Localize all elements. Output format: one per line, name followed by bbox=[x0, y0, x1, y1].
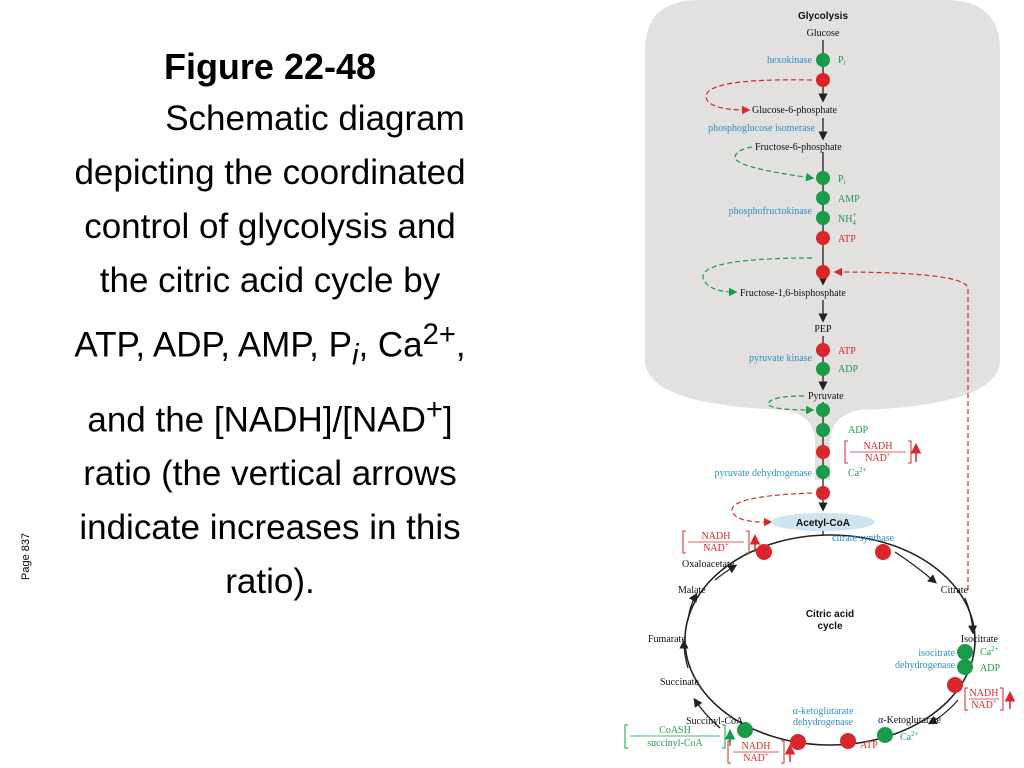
svg-text:succinyl-CoA: succinyl-CoA bbox=[647, 738, 703, 749]
adp-label: ADP bbox=[838, 364, 858, 375]
activator-marker bbox=[737, 722, 753, 738]
pyruvate-label: Pyruvate bbox=[808, 391, 844, 402]
atp-label: ATP bbox=[860, 740, 878, 751]
svg-text:NADH: NADH bbox=[970, 688, 999, 699]
svg-text:NAD+: NAD+ bbox=[743, 751, 769, 764]
glycolysis-labels: Glycolysis Glucose hexokinase Pi Glucose… bbox=[708, 11, 860, 402]
adp-label: ADP bbox=[980, 663, 1000, 674]
fumarate-label: Fumarate bbox=[648, 634, 686, 645]
figure-caption: Figure 22-48 Schematic diagram depicting… bbox=[0, 42, 540, 609]
activator-marker bbox=[957, 659, 973, 675]
figure-title: Figure 22-48 bbox=[163, 46, 377, 87]
isocitrate-label: Isocitrate bbox=[961, 634, 999, 645]
activator-marker bbox=[816, 423, 830, 437]
feedback-arrows bbox=[702, 79, 969, 590]
alpha-ketoglutarate-label: α-Ketoglutarate bbox=[878, 715, 942, 726]
cycle-regulator-markers bbox=[737, 544, 973, 750]
inhibitor-marker bbox=[816, 486, 830, 500]
nh4-label: NH+4 bbox=[838, 211, 856, 227]
glucose-label: Glucose bbox=[807, 28, 840, 39]
svg-text:NAD+: NAD+ bbox=[865, 451, 891, 464]
atp-label: ATP bbox=[838, 234, 856, 245]
inhibitor-marker bbox=[947, 677, 963, 693]
ca-label: Ca2+ bbox=[980, 645, 999, 658]
inhibitor-marker bbox=[816, 445, 830, 459]
pyruvate-dehydrogenase-label: pyruvate dehydrogenase bbox=[715, 468, 813, 479]
citrate-synthase-label: citrate synthase bbox=[832, 533, 894, 544]
svg-text:NAD+: NAD+ bbox=[971, 698, 997, 711]
isocitrate-dehydrogenase-label-2: dehydrogenase bbox=[895, 660, 956, 671]
svg-text:NADH: NADH bbox=[864, 441, 893, 452]
caption-line: Schematic diagram bbox=[165, 99, 465, 138]
isocitrate-dehydrogenase-label: isocitrate bbox=[918, 648, 955, 659]
succinate-label: Succinate bbox=[660, 677, 699, 688]
caption-line: and the [NADH]/[NAD+] bbox=[87, 393, 453, 440]
activator-marker bbox=[957, 644, 973, 660]
caption-line: ratio (the vertical arrows bbox=[83, 454, 457, 494]
phosphofructokinase-label: phosphofructokinase bbox=[729, 206, 813, 217]
glycolysis-title: Glycolysis bbox=[798, 11, 848, 22]
inhibitor-marker bbox=[816, 265, 830, 279]
amp-label: AMP bbox=[838, 194, 860, 205]
atp-label: ATP bbox=[838, 346, 856, 357]
fructose-6-phosphate-label: Fructose-6-phosphate bbox=[755, 142, 842, 153]
inhibitor-marker bbox=[790, 734, 806, 750]
activator-marker bbox=[816, 171, 830, 185]
caption-line: ATP, ADP, AMP, Pi, Ca2+, bbox=[74, 319, 466, 372]
regulator-markers bbox=[816, 53, 830, 500]
hexokinase-label: hexokinase bbox=[767, 55, 813, 66]
activator-marker bbox=[816, 53, 830, 67]
adp-label: ADP bbox=[848, 425, 868, 436]
malate-label: Malate bbox=[678, 585, 706, 596]
activator-marker bbox=[816, 362, 830, 376]
oxaloacetate-label: Oxaloacetate bbox=[682, 559, 735, 570]
citrate-label: Citrate bbox=[941, 585, 969, 596]
activator-marker bbox=[816, 211, 830, 225]
svg-text:CoASH: CoASH bbox=[659, 725, 691, 736]
phosphoglucose-isomerase-label: phosphoglucose isomerase bbox=[708, 123, 815, 134]
citric-acid-cycle-labels: NADH NAD+ citrate synthase Oxaloacetate … bbox=[624, 530, 1016, 764]
ca-label: Ca2+ bbox=[900, 730, 919, 743]
pdh-labels: ADP NADH NAD+ pyruvate dehydrogenase Ca2… bbox=[715, 425, 922, 479]
ketoglutarate-dehydrogenase-label-2: dehydrogenase bbox=[793, 717, 854, 728]
pi-label: Pi bbox=[838, 174, 846, 186]
succinyl-coa-label: Succinyl-CoA bbox=[686, 716, 744, 727]
caption-line: control of glycolysis and bbox=[84, 207, 456, 246]
activator-marker bbox=[816, 191, 830, 205]
nadh-ratio-box: NADH NAD+ bbox=[727, 740, 796, 764]
pyruvate-kinase-label: pyruvate kinase bbox=[749, 353, 813, 364]
activator-marker bbox=[816, 465, 830, 479]
svg-text:NADH: NADH bbox=[702, 531, 731, 542]
coash-ratio-box: CoASH succinyl-CoA bbox=[624, 724, 736, 749]
caption-line: the citric acid cycle by bbox=[99, 261, 441, 300]
inhibitor-marker bbox=[756, 544, 772, 560]
activator-marker bbox=[816, 403, 830, 417]
pi-label: Pi bbox=[838, 55, 846, 67]
svg-text:NADH: NADH bbox=[742, 741, 771, 752]
caption-line: ratio). bbox=[225, 562, 315, 602]
fructose-1-6-bisphosphate-label: Fructose-1,6-bisphosphate bbox=[740, 288, 846, 299]
inhibitor-marker bbox=[816, 231, 830, 245]
activator-marker bbox=[877, 727, 893, 743]
nadh-ratio-box: NADH NAD+ bbox=[682, 530, 761, 554]
pep-label: PEP bbox=[814, 324, 832, 335]
ketoglutarate-dehydrogenase-label: α-ketoglutarate bbox=[793, 706, 854, 717]
svg-text:NAD+: NAD+ bbox=[703, 541, 729, 554]
acetyl-coa-label: Acetyl-CoA bbox=[796, 518, 850, 529]
ca-label: Ca2+ bbox=[848, 466, 867, 479]
acetyl-coa-node bbox=[771, 513, 875, 531]
glucose-6-phosphate-label: Glucose-6-phosphate bbox=[752, 105, 838, 116]
inhibitor-marker bbox=[816, 73, 830, 87]
nadh-ratio-box: NADH NAD+ bbox=[964, 687, 1016, 711]
cycle-title: Citric acid bbox=[806, 609, 854, 620]
inhibitor-marker bbox=[840, 733, 856, 749]
inhibitor-marker bbox=[875, 544, 891, 560]
nadh-ratio-box: NADH NAD+ bbox=[844, 440, 922, 464]
caption-text: Schematic diagram depicting the coordina… bbox=[0, 92, 540, 609]
inhibitor-marker bbox=[816, 343, 830, 357]
caption-line: depicting the coordinated bbox=[74, 153, 466, 192]
caption-line: indicate increases in this bbox=[79, 508, 461, 548]
cycle-subtitle: cycle bbox=[817, 621, 842, 632]
